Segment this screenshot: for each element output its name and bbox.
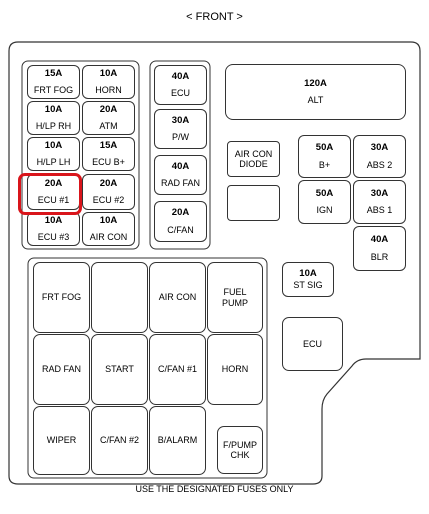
fuse-abs-2: 30A ABS 2 [353,135,406,178]
fuse-hlp-rh: 10A H/LP RH [27,101,80,135]
fuse-amp: 30A [370,187,389,199]
relay-ecu: ECU [282,317,343,371]
fuse-label: ATM [99,121,118,132]
fuse-amp: 50A [315,142,334,154]
fuse-label: FRT FOG [33,85,74,96]
relay-frt-fog: FRT FOG [33,262,90,333]
fuse-label: ABS 1 [366,205,393,216]
fuse-pw: 30A P/W [154,109,207,149]
fuse-amp: 40A [171,70,190,82]
relay-cfan-1: C/FAN #1 [149,334,206,405]
fuse-st-sig: 10A ST SIG [282,262,334,297]
relay-cfan-2: C/FAN #2 [91,406,148,475]
fuse-label: ECU B+ [92,157,125,168]
fuse-label: C/FAN [167,224,194,235]
fuse-amp: 15A [44,67,63,79]
fuse-amp: 10A [99,214,118,226]
fuse-alt: 120A ALT [225,64,406,120]
relay-b-alarm: B/ALARM [149,406,206,475]
fuse-ign: 50A IGN [298,180,351,224]
blank-slot [227,185,280,221]
fuse-label: B+ [318,159,331,170]
fuse-amp: 30A [370,142,389,154]
fuse-amp: 120A [304,77,327,89]
fuse-air-con: 10A AIR CON [82,212,135,246]
fuse-amp: 15A [99,139,118,151]
fuse-amp: 10A [44,139,63,151]
fuse-ecu-b-plus: 15A ECU B+ [82,137,135,171]
fuse-label: IGN [316,205,333,216]
fuse-amp: 10A [44,214,63,226]
fuse-ecu-2: 20A ECU #2 [82,174,135,210]
fuse-horn: 10A HORN [82,65,135,99]
fuse-rad-fan: 40A RAD FAN [154,155,207,195]
fuse-label: ABS 2 [366,159,393,170]
fuse-label: P/W [172,132,189,143]
relay-wiper: WIPER [33,406,90,475]
fuse-amp: 10A [299,267,317,279]
fuse-label: ALT [307,95,324,106]
relay-air-con: AIR CON [149,262,206,333]
fuse-label: HORN [95,85,122,96]
fuse-label: ST SIG [293,280,323,291]
fuse-amp: 40A [171,160,190,172]
fuse-frt-fog: 15A FRT FOG [27,65,80,99]
fuse-amp: 20A [171,207,190,219]
front-label: < FRONT > [186,11,243,23]
relay-horn: HORN [207,334,263,405]
fuse-label: ECU [170,88,190,99]
fuse-amp: 20A [99,177,118,189]
fuse-ecu-3: 10A ECU #3 [27,212,80,246]
fuse-blr: 40A BLR [353,226,406,271]
relay-f-pump-chk: F/PUMP CHK [217,426,263,474]
relay-fuel-pump: FUEL PUMP [207,262,263,333]
fuse-label: ECU #3 [37,232,70,243]
fuse-amp: 50A [315,187,334,199]
fuse-label: ECU #2 [92,195,125,206]
footer-note: USE THE DESIGNATED FUSES ONLY [135,484,294,494]
fuse-hlp-lh: 10A H/LP LH [27,137,80,171]
relay-blank [91,262,148,333]
highlight-box [18,173,82,215]
fuse-label: H/LP RH [35,121,72,132]
fuse-amp: 30A [171,114,190,126]
fuse-label: AIR CON [89,232,128,243]
relay-rad-fan: RAD FAN [33,334,90,405]
fuse-amp: 20A [99,103,118,115]
fuse-amp: 10A [44,103,63,115]
fuse-label: BLR [370,251,389,262]
fuse-atm: 20A ATM [82,101,135,135]
fuse-label: ECU #1 [37,195,70,206]
fuse-cfan: 20A C/FAN [154,201,207,242]
fuse-amp: 40A [370,234,389,246]
fuse-b-plus: 50A B+ [298,135,351,178]
fuse-amp: 20A [44,177,63,189]
fuse-label: RAD FAN [160,178,200,189]
fuse-ecu-40a: 40A ECU [154,65,207,105]
fuse-amp: 10A [99,67,118,79]
air-con-diode: AIR CON DIODE [227,141,280,177]
fuse-label: H/LP LH [36,157,71,168]
relay-start: START [91,334,148,405]
fuse-abs-1: 30A ABS 1 [353,180,406,224]
